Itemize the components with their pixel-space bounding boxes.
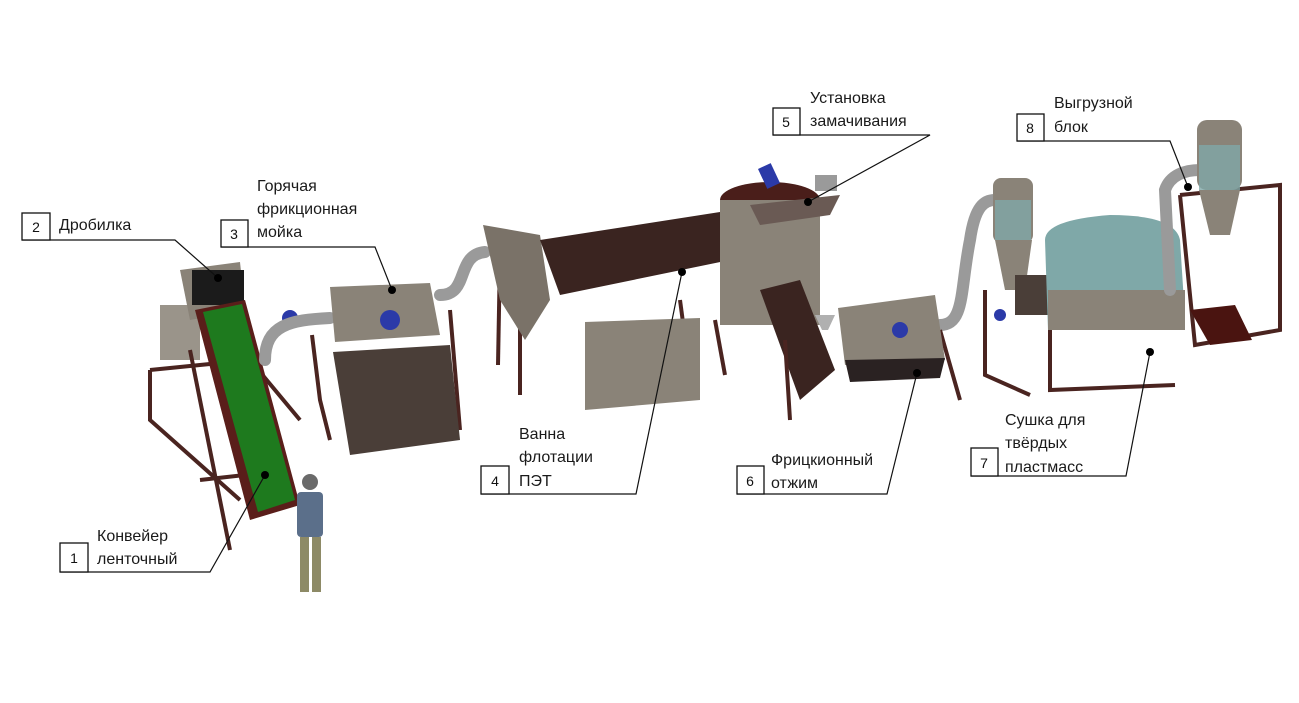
belt-conveyor bbox=[188, 300, 300, 551]
callout-2: 2 Дробилка bbox=[21, 212, 222, 282]
callout-label: твёрдых bbox=[1005, 435, 1067, 452]
callout-label: Установка bbox=[810, 90, 886, 107]
callout-label: блок bbox=[1054, 119, 1089, 136]
operator-figure bbox=[297, 474, 323, 592]
callout-number: 4 bbox=[491, 473, 499, 489]
callout-number: 5 bbox=[782, 114, 790, 130]
callout-label: пластмасс bbox=[1005, 459, 1083, 476]
callout-label: Дробилка bbox=[59, 217, 131, 234]
callout-number: 2 bbox=[32, 219, 40, 235]
callout-3: 3 Горячая фрикционная мойка bbox=[220, 178, 396, 294]
callout-1: 1 Конвейер ленточный bbox=[59, 471, 269, 573]
soaking-unit bbox=[713, 163, 840, 400]
callout-label: Горячая bbox=[257, 178, 317, 195]
flotation-bath bbox=[483, 212, 730, 410]
callout-6: 6 Фрицкионный отжим bbox=[736, 369, 921, 495]
callout-label: отжим bbox=[771, 475, 818, 492]
callout-label: Ванна bbox=[519, 426, 565, 443]
callout-label: фрикционная bbox=[257, 201, 357, 218]
callout-number: 1 bbox=[70, 550, 78, 566]
callout-4: 4 Ванна флотации ПЭТ bbox=[480, 268, 686, 495]
callout-label: ленточный bbox=[97, 551, 177, 568]
unloading-block bbox=[1158, 120, 1282, 348]
callout-label: флотации bbox=[519, 449, 593, 466]
callout-label: Фрицкионный bbox=[771, 452, 873, 469]
callout-label: Сушка для bbox=[1005, 412, 1085, 429]
callout-label: мойка bbox=[257, 224, 302, 241]
hot-friction-washer bbox=[259, 246, 491, 455]
callout-number: 6 bbox=[746, 473, 754, 489]
callout-7: 7 Сушка для твёрдых пластмасс bbox=[970, 348, 1154, 477]
callout-label: Выгрузной bbox=[1054, 95, 1133, 112]
callout-label: замачивания bbox=[810, 113, 907, 130]
callout-8: 8 Выгрузной блок bbox=[1016, 95, 1192, 191]
dryer bbox=[983, 178, 1185, 397]
callout-number: 3 bbox=[230, 226, 238, 242]
callout-number: 7 bbox=[980, 455, 988, 471]
callout-label: Конвейер bbox=[97, 528, 168, 545]
friction-dewatering bbox=[783, 194, 1001, 421]
callout-number: 8 bbox=[1026, 120, 1034, 136]
callout-5: 5 Установка замачивания bbox=[772, 90, 931, 206]
callout-label: ПЭТ bbox=[519, 473, 552, 490]
